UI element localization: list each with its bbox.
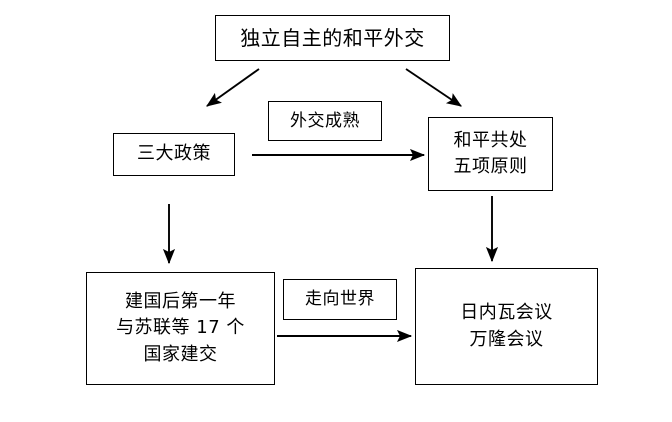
node-line: 日内瓦会议 (460, 302, 553, 324)
node-five-principles-peaceful-coexistence[interactable]: 和平共处 五项原则 (428, 117, 553, 191)
node-independent-peaceful-diplomacy[interactable]: 独立自主的和平外交 (215, 15, 450, 61)
node-line: 走向世界 (305, 289, 375, 310)
node-line: 国家建交 (143, 343, 218, 365)
node-three-major-policies[interactable]: 三大政策 (113, 133, 235, 176)
edge-root-to-policy (206, 68, 260, 107)
node-line: 五项原则 (453, 156, 528, 177)
node-line: 建国后第一年 (125, 291, 236, 313)
node-line: 和平共处 (453, 129, 528, 151)
node-line: 万隆会议 (469, 328, 544, 350)
node-line: 三大政策 (137, 143, 211, 165)
edge-label-going-global[interactable]: 走向世界 (283, 279, 397, 320)
node-geneva-bandung-conferences[interactable]: 日内瓦会议 万隆会议 (415, 268, 598, 385)
node-line: 外交成熟 (290, 110, 360, 131)
node-line: 独立自主的和平外交 (240, 25, 425, 50)
node-first-year-diplomatic-relations[interactable]: 建国后第一年 与苏联等 17 个 国家建交 (86, 272, 275, 385)
edge-root-to-five (405, 68, 462, 107)
edge-label-diplomatic-maturity[interactable]: 外交成熟 (268, 101, 382, 141)
node-line: 与苏联等 17 个 (116, 317, 245, 339)
